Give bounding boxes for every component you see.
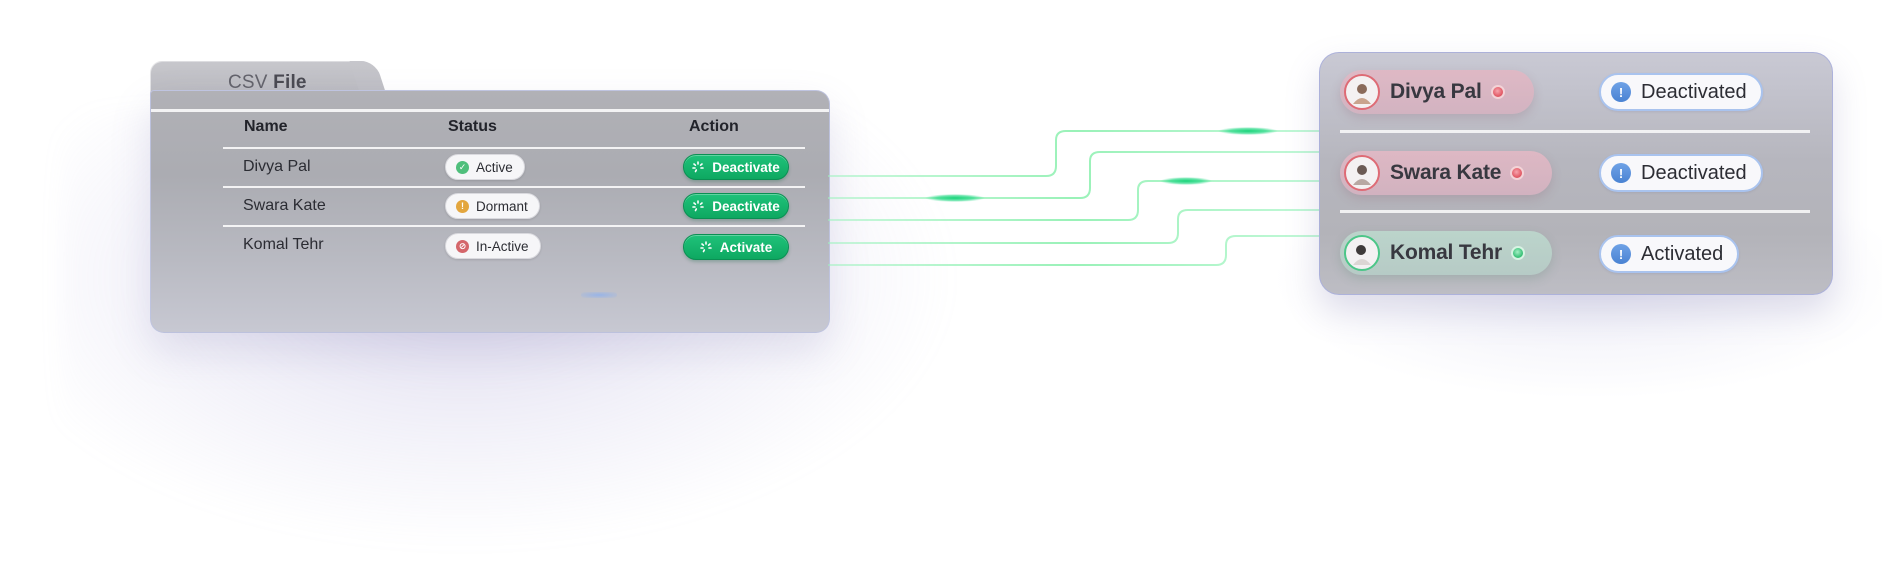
check-circle-icon: ✓ <box>456 160 469 174</box>
status-badge-label: Active <box>476 159 513 175</box>
user-name: Komal Tehr <box>1390 241 1502 264</box>
folder-title: CSV File <box>228 72 307 94</box>
connector-wire <box>828 130 1320 177</box>
warning-circle-icon: ! <box>456 199 469 213</box>
folder-divider <box>151 109 829 112</box>
spinner-icon <box>692 161 705 173</box>
folder-body: Name Status Action Divya Pal ✓ Active De… <box>150 90 830 333</box>
state-badge: ! Deactivated <box>1599 154 1763 192</box>
state-label: Deactivated <box>1641 80 1747 103</box>
state-label: Deactivated <box>1641 161 1747 184</box>
person-icon <box>1353 165 1371 185</box>
column-header-name: Name <box>244 118 288 135</box>
column-header-action: Action <box>689 118 739 135</box>
status-indicator-icon <box>1510 246 1525 260</box>
user-chip[interactable]: Komal Tehr <box>1340 231 1552 275</box>
status-badge-label: Dormant <box>476 198 528 214</box>
info-icon: ! <box>1611 163 1631 183</box>
deactivate-button[interactable]: Deactivate <box>683 193 789 219</box>
connector-wire <box>828 180 1320 221</box>
user-name: Swara Kate <box>1390 161 1502 184</box>
avatar <box>1344 235 1380 271</box>
activate-button[interactable]: Activate <box>683 234 789 260</box>
status-indicator-icon <box>1490 85 1505 99</box>
row-divider <box>223 186 805 188</box>
action-button-label: Deactivate <box>712 198 780 214</box>
info-icon: ! <box>1611 244 1631 264</box>
wire-group <box>828 130 1320 266</box>
avatar <box>1344 155 1380 191</box>
person-icon <box>1353 84 1371 104</box>
connector-wire <box>828 235 1320 266</box>
signal-spark <box>1160 177 1212 185</box>
signal-spark <box>925 194 985 202</box>
action-button-label: Deactivate <box>712 159 780 175</box>
table-row-name: Swara Kate <box>243 197 326 214</box>
action-button-label: Activate <box>719 239 773 255</box>
panel-divider <box>1340 210 1810 213</box>
spinner-icon <box>699 241 712 253</box>
status-badge: ⊘ In-Active <box>445 233 541 259</box>
spinner-icon <box>692 200 705 212</box>
status-badge: ! Dormant <box>445 193 540 219</box>
info-icon: ! <box>1611 82 1631 102</box>
connector-wire <box>828 209 1320 244</box>
status-badge: ✓ Active <box>445 154 525 180</box>
folder-title-prefix: CSV <box>228 72 268 93</box>
signal-spark <box>1218 127 1278 135</box>
folder-title-suffix: File <box>273 72 307 93</box>
deactivate-button[interactable]: Deactivate <box>683 154 789 180</box>
state-badge: ! Deactivated <box>1599 73 1763 111</box>
connector-wire <box>828 151 1320 199</box>
row-divider <box>223 147 805 149</box>
status-indicator-icon <box>1510 166 1525 180</box>
user-name: Divya Pal <box>1390 80 1482 103</box>
state-label: Activated <box>1641 242 1724 265</box>
status-badge-label: In-Active <box>476 238 529 254</box>
results-panel: Divya Pal ! Deactivated Swara Kate ! Dea… <box>1319 52 1833 295</box>
person-icon <box>1353 245 1371 265</box>
user-chip[interactable]: Swara Kate <box>1340 151 1552 195</box>
state-badge: ! Activated <box>1599 235 1740 273</box>
table-row-name: Komal Tehr <box>243 236 324 253</box>
csv-file-folder: CSV File Name Status Action Divya Pal ✓ … <box>150 61 830 333</box>
row-divider <box>223 225 805 227</box>
user-chip[interactable]: Divya Pal <box>1340 70 1534 114</box>
avatar <box>1344 74 1380 110</box>
prohibited-circle-icon: ⊘ <box>456 239 469 253</box>
highlight-glint <box>581 292 617 298</box>
table-row-name: Divya Pal <box>243 158 311 175</box>
panel-divider <box>1340 130 1810 133</box>
column-header-status: Status <box>448 118 497 135</box>
